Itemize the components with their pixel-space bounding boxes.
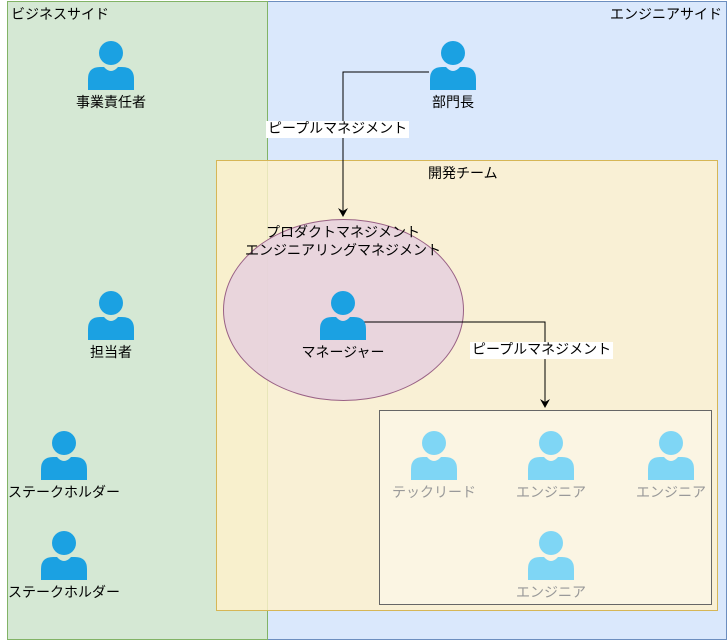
- tech-lead-label: テックリード: [392, 485, 476, 501]
- stakeholder-label-1: ステークホルダー: [8, 485, 120, 501]
- engineer-label-1: エンジニア: [516, 485, 586, 501]
- person-icon: [319, 290, 367, 340]
- person-icon: [40, 430, 88, 480]
- business-side-label: ビジネスサイド: [11, 7, 109, 23]
- manager-scope-line2: エンジニアリングマネジメント: [245, 243, 441, 259]
- manager-label: マネージャー: [301, 345, 385, 361]
- business-owner-label: 事業責任者: [76, 95, 146, 111]
- person-icon: [527, 530, 575, 580]
- dev-team-label: 開発チーム: [428, 166, 498, 182]
- person-icon: [87, 290, 135, 340]
- edge-label-manager-to-team: ピープルマネジメント: [470, 342, 614, 359]
- person-icon: [429, 40, 477, 90]
- engineer-label-3: エンジニア: [516, 585, 586, 601]
- stakeholder-label-2: ステークホルダー: [8, 585, 120, 601]
- person-icon: [527, 430, 575, 480]
- edge-label-head-to-manager: ピープルマネジメント: [266, 121, 410, 138]
- person-icon: [410, 430, 458, 480]
- person-icon: [647, 430, 695, 480]
- manager-scope-line1: プロダクトマネジメント: [266, 225, 420, 241]
- department-head-label: 部門長: [432, 95, 474, 111]
- person-icon: [40, 530, 88, 580]
- person-icon: [87, 40, 135, 90]
- engineer-side-label: エンジニアサイド: [610, 7, 722, 23]
- person-in-charge-label: 担当者: [90, 345, 132, 361]
- engineer-label-2: エンジニア: [636, 485, 706, 501]
